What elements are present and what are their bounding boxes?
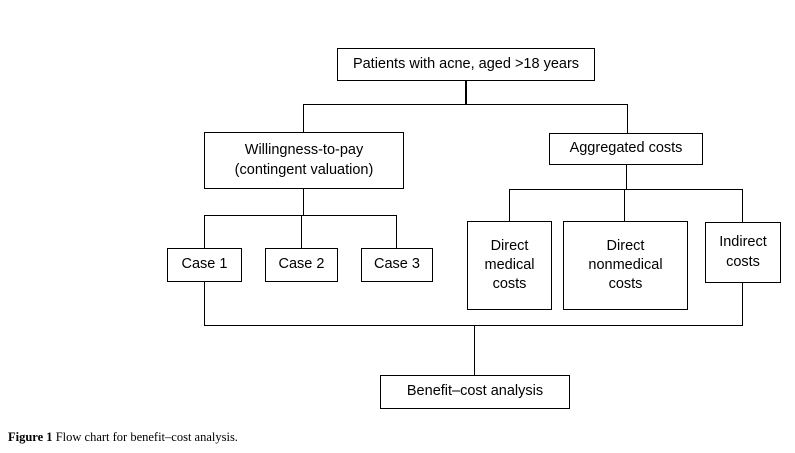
connector-bar-to-case3 (396, 214, 398, 249)
figure-caption-text: Flow chart for benefit–cost analysis. (55, 430, 238, 444)
node-case2-label: Case 2 (278, 256, 325, 273)
connector-case1-to-bottom (204, 282, 206, 325)
flowchart-canvas: Patients with acne, aged >18 years Willi… (167, 48, 781, 409)
node-benefit-cost-label: Benefit–cost analysis (406, 383, 544, 400)
connector-bar-to-direct-nonmedical (624, 188, 626, 222)
node-case-3: Case 3 (361, 248, 433, 282)
connector-cases-bar (204, 214, 397, 216)
connector-costs-bar (509, 188, 743, 190)
node-case1-label: Case 1 (181, 256, 228, 273)
node-patients-label: Patients with acne, aged >18 years (352, 55, 580, 72)
connector-bar-to-case2 (301, 214, 303, 249)
figure-caption: Figure 1 Flow chart for benefit–cost ana… (8, 430, 238, 445)
node-case3-label: Case 3 (374, 256, 420, 273)
connector-top-split-bar (303, 103, 628, 105)
connector-top-to-wtp (303, 103, 305, 133)
node-wtp-label: Willingness-to-pay (contingent valuation… (234, 142, 374, 178)
node-indirect-label: Indirect costs (719, 234, 767, 270)
node-aggregated-costs: Aggregated costs (549, 133, 703, 165)
node-direct-medical-costs: Direct medical costs (467, 221, 552, 310)
node-indirect-costs: Indirect costs (705, 222, 781, 283)
connector-top-to-aggregated (626, 103, 628, 134)
node-direct-nonmedical-label: Direct nonmedical costs (588, 237, 663, 293)
node-patients-with-acne: Patients with acne, aged >18 years (337, 48, 595, 81)
connector-bottom-to-benefit-cost (474, 324, 476, 376)
connector-wtp-stem (303, 189, 305, 215)
node-case-2: Case 2 (265, 248, 338, 282)
connector-bar-to-indirect (742, 188, 744, 223)
connector-patients-stem (465, 81, 467, 104)
connector-indirect-to-bottom (742, 283, 744, 325)
connector-aggregated-stem (625, 165, 627, 189)
figure-caption-label: Figure 1 (8, 430, 56, 444)
node-direct-medical-label: Direct medical costs (484, 237, 535, 293)
connector-bar-to-case1 (204, 214, 206, 249)
node-benefit-cost-analysis: Benefit–cost analysis (380, 375, 570, 409)
node-willingness-to-pay: Willingness-to-pay (contingent valuation… (204, 132, 404, 189)
node-case-1: Case 1 (167, 248, 242, 282)
node-direct-nonmedical-costs: Direct nonmedical costs (563, 221, 688, 310)
node-aggregated-label: Aggregated costs (569, 140, 683, 157)
connector-bottom-merge-bar (204, 324, 743, 326)
connector-bar-to-direct-medical (509, 188, 511, 222)
